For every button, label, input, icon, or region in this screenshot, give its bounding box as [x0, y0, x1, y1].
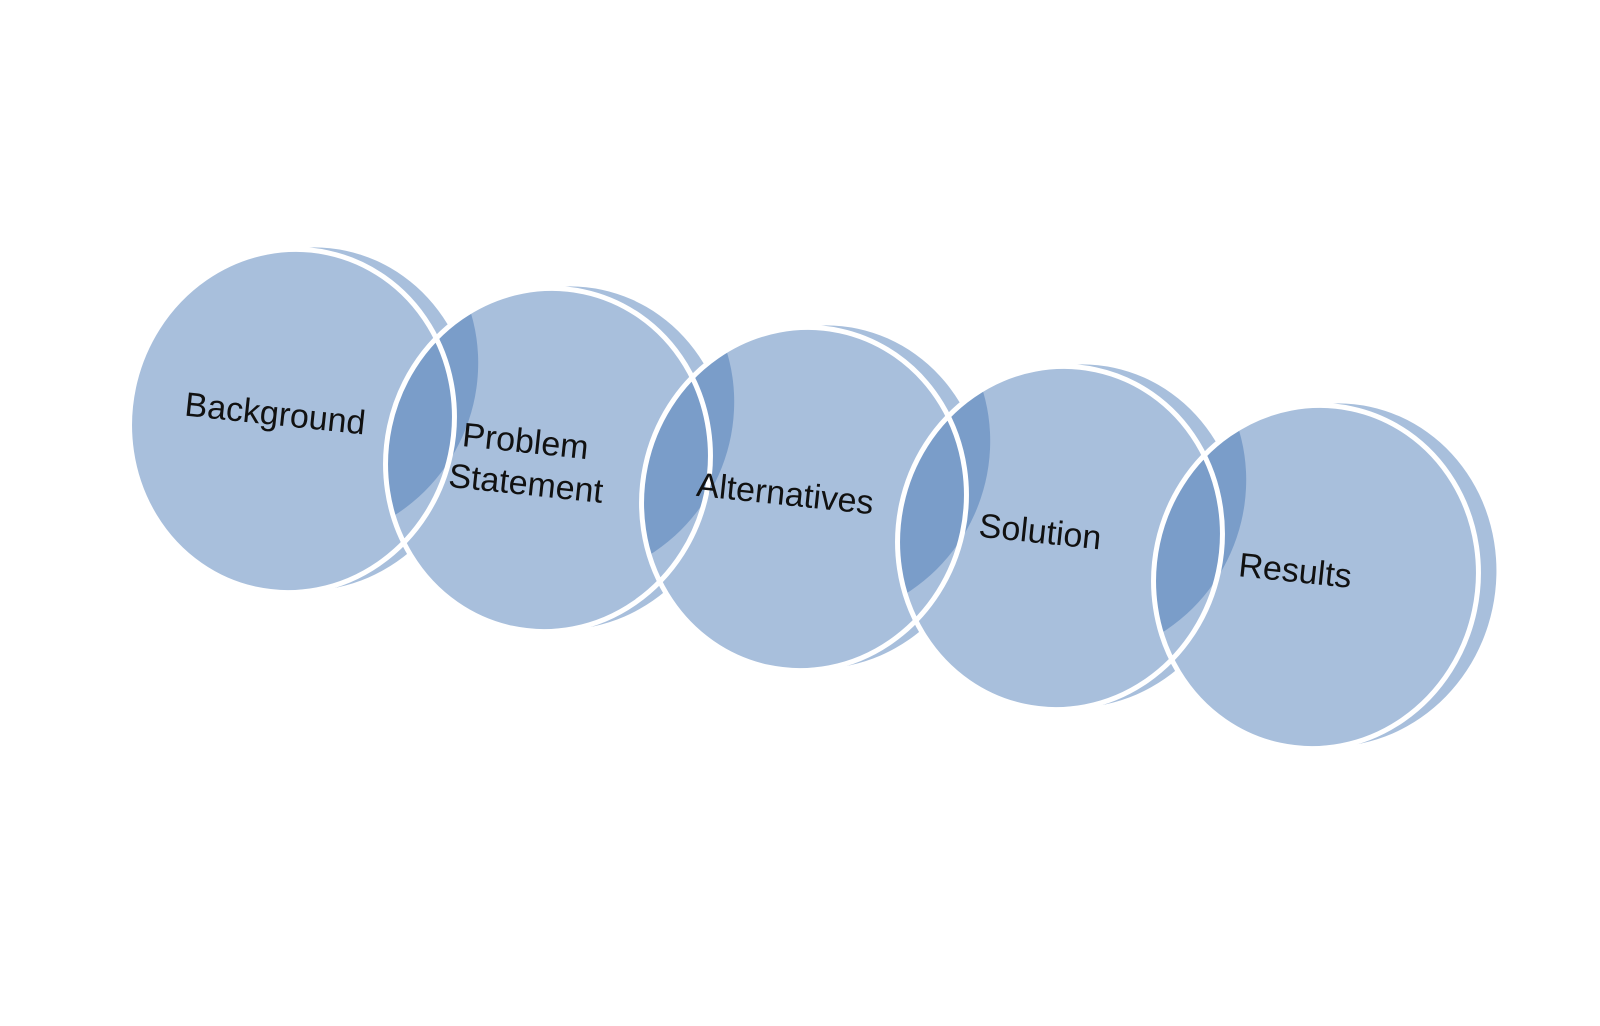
disc-outline-problem-statement [383, 285, 713, 635]
disc-outline-results [1151, 402, 1481, 752]
disc-outline-alternatives [639, 324, 969, 674]
outline-layer [127, 246, 1481, 752]
disc-outline-background [127, 246, 457, 596]
disc-background [129, 249, 455, 593]
disc-outline-solution [895, 363, 1225, 713]
